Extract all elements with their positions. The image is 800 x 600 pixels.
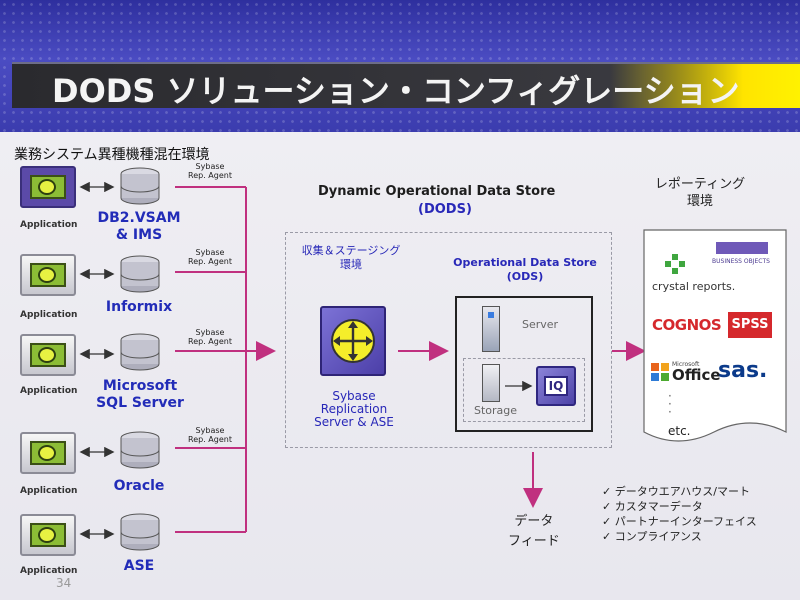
database-icon-2	[120, 255, 160, 293]
microsoft-text: Microsoft	[672, 361, 700, 368]
data-feed-label: データ フィード	[508, 514, 560, 549]
database-icon-1	[120, 167, 160, 205]
connector-layer	[79, 181, 646, 540]
slide-title: DODS ソリューション・コンフィグレーション	[52, 72, 740, 110]
database-icon-4	[120, 431, 160, 469]
database-icon-3	[120, 333, 160, 371]
use-case-item-4: ✓ コンプライアンス	[602, 530, 702, 543]
dods-abbr: (DODS)	[418, 202, 472, 217]
application-icon-4	[20, 432, 76, 474]
sybase-iq-icon: IQ	[536, 366, 576, 406]
db-name-1: DB2.VSAM & IMS	[97, 210, 181, 243]
iq-glyph: IQ	[544, 376, 568, 396]
replication-arrows-icon	[331, 319, 375, 363]
reporting-label: レポーティング 環境	[654, 177, 746, 209]
application-icon-1	[20, 166, 76, 208]
server-icon	[482, 306, 500, 352]
application-icon-5	[20, 514, 76, 556]
storage-region	[463, 358, 585, 422]
reporting-document	[643, 229, 787, 442]
use-case-list: ✓ データウエアハウス/マート ✓ カスタマーデータ ✓ パートナーインターフェ…	[602, 484, 757, 544]
title-accent	[610, 64, 800, 108]
application-label-4: Application	[20, 486, 78, 496]
heterogeneous-env-label: 業務システム異種機種混在環境	[14, 147, 210, 163]
application-label-1: Application	[20, 220, 78, 230]
dods-title: Dynamic Operational Data Store	[318, 184, 556, 199]
crystal-reports-text: crystal reports.	[652, 280, 736, 293]
ods-box	[455, 296, 593, 432]
cognos-logo: COGNOS	[652, 316, 722, 334]
application-icon-2	[20, 254, 76, 296]
server-label: Server	[522, 318, 559, 331]
db-name-5: ASE	[123, 558, 155, 574]
use-case-item-2: ✓ カスタマーデータ	[602, 500, 703, 513]
database-icon-5	[120, 513, 160, 551]
use-case-item-1: ✓ データウエアハウス/マート	[602, 485, 750, 498]
db-name-3: Microsoft SQL Server	[96, 378, 184, 411]
title-bar: DODS ソリューション・コンフィグレーション	[12, 62, 800, 110]
business-objects-text: BUSINESS OBJECTS	[712, 258, 770, 265]
office-icon	[651, 363, 669, 381]
application-icon-3	[20, 334, 76, 376]
more-dots: ···	[668, 389, 672, 419]
etc-label: etc.	[668, 424, 691, 438]
dods-region	[285, 232, 612, 448]
db-name-2: Informix	[105, 299, 173, 315]
sas-logo: sas.	[718, 358, 768, 383]
storage-label: Storage	[474, 404, 518, 417]
replication-server-icon	[320, 306, 386, 376]
storage-icon	[482, 364, 500, 402]
db-name-4: Oracle	[113, 478, 165, 494]
business-objects-logo	[716, 242, 768, 254]
ods-title: Operational Data Store (ODS)	[453, 256, 597, 283]
replication-server-label: Sybase Replication Server & ASE	[314, 389, 394, 429]
staging-label: 収集＆ステージング 環境	[301, 244, 401, 271]
page-number: 34	[56, 576, 72, 590]
crystal-reports-icon	[665, 254, 685, 274]
slide-content: 業務システム異種機種混在環境 Application DB2.VSAM & IM…	[0, 132, 800, 600]
spss-logo: SPSS	[728, 312, 772, 338]
application-label-3: Application	[20, 386, 78, 396]
office-text: Office	[672, 366, 721, 384]
application-label-5: Application	[20, 566, 78, 576]
use-case-item-3: ✓ パートナーインターフェイス	[602, 515, 757, 528]
application-label-2: Application	[20, 310, 78, 320]
slide-header: DODS ソリューション・コンフィグレーション	[0, 0, 800, 132]
